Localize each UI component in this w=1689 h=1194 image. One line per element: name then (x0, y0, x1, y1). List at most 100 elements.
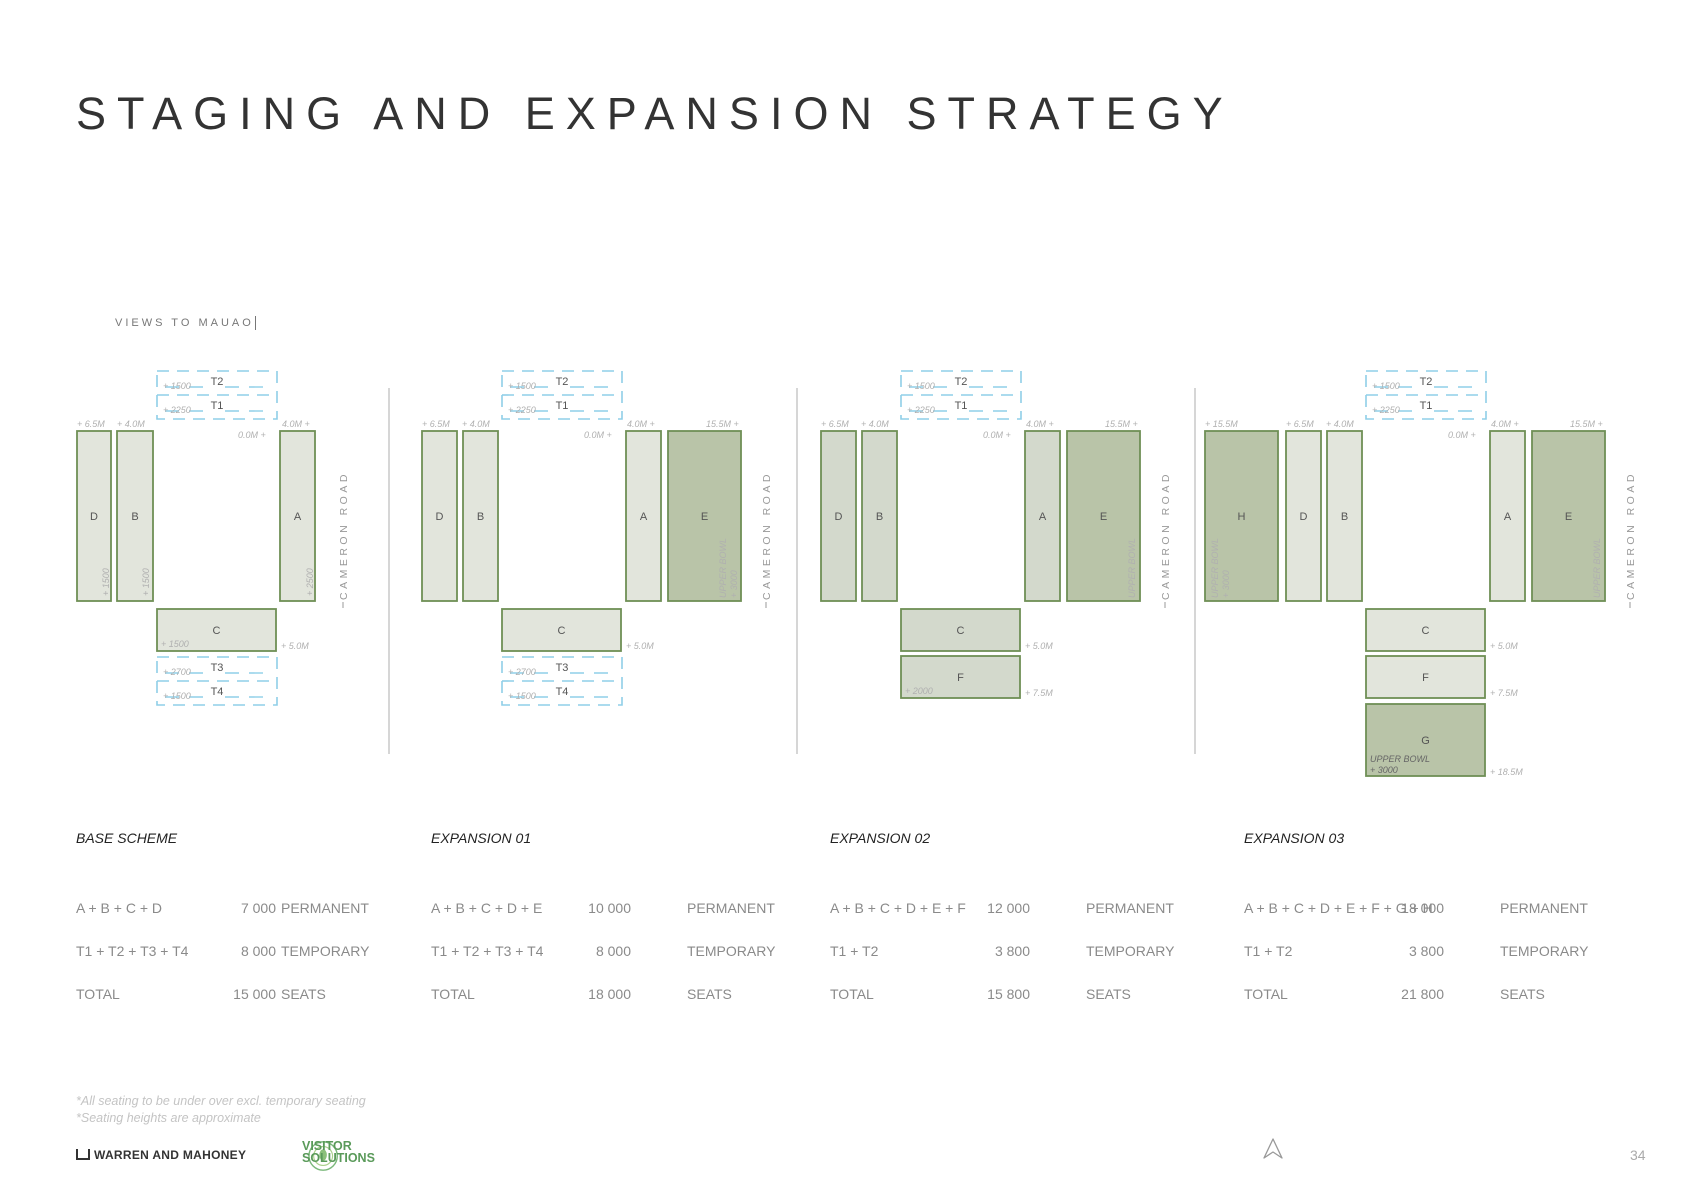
height-a: 4.0M + (282, 419, 310, 429)
stand-d (421, 430, 458, 602)
stand-e-label: E (1100, 511, 1107, 523)
row-value: 15 800 (987, 986, 1030, 1002)
row-kind: TEMPORARY (281, 943, 370, 959)
stand-b-label: B (131, 511, 138, 523)
stand-b (462, 430, 499, 602)
temp-t2-t1-exp2-top-seats: + 1500 (907, 381, 935, 391)
stand-b-label: B (1341, 511, 1348, 523)
stand-d-label: D (1300, 511, 1308, 523)
height-f: + 7.5M (1490, 688, 1518, 698)
row-formula: A + B + C + D + E + F (830, 900, 966, 916)
views-label-text: VIEWS TO MAUAO (115, 316, 254, 329)
stand-e (1066, 430, 1141, 602)
row-formula: T1 + T2 (1244, 943, 1293, 959)
scheme-title: EXPANSION 02 (830, 830, 931, 846)
stand-b (861, 430, 898, 602)
scheme-row: T1 + T2 + T3 + T4 8 000 TEMPORARY (431, 943, 775, 959)
row-kind: PERMANENT (687, 900, 775, 916)
row-value: 3 800 (1408, 943, 1444, 959)
seats-b: + 1500 (141, 568, 151, 596)
warren-logo-text: WARREN AND MAHONEY (94, 1148, 247, 1162)
height-b: + 4.0M (462, 419, 490, 429)
footnote: *Seating heights are approximate (76, 1111, 261, 1125)
temp-t2-t1-exp1-top-seats: + 1500 (508, 381, 536, 391)
ground-level: 0.0M + (983, 430, 1011, 440)
cameron-road-label: CAMERON ROAD (761, 471, 773, 600)
stand-b (1326, 430, 1363, 602)
seats-g: + 3000 (1370, 765, 1398, 775)
stand-c (900, 608, 1021, 652)
warren-mahoney-logo: WARREN AND MAHONEY (76, 1148, 246, 1162)
height-c: + 5.0M (1025, 641, 1053, 651)
temp-t3-t4-exp1-bottom-seats: + 1500 (508, 691, 536, 701)
seats-a: + 2500 (305, 568, 315, 596)
stand-a (1489, 430, 1526, 602)
height-d: + 6.5M (1286, 419, 1314, 429)
row-value: 18 000 (588, 986, 631, 1002)
row-kind: TEMPORARY (1500, 943, 1589, 959)
row-formula: T1 + T2 + T3 + T4 (76, 943, 189, 959)
row-kind: PERMANENT (1086, 900, 1174, 916)
stand-c-label: C (957, 625, 965, 637)
visitor-logo-line2: SOLUTIONS (302, 1151, 375, 1165)
temp-t2-t1-base-bottom-seats: + 2250 (163, 405, 191, 415)
row-formula: TOTAL (1244, 986, 1288, 1002)
stand-g (1365, 703, 1486, 777)
stand-d (820, 430, 857, 602)
seats-d: + 1500 (101, 568, 111, 596)
stand-e-label: E (701, 511, 708, 523)
height-a: 4.0M + (1026, 419, 1054, 429)
visitor-solutions-mark-icon (308, 1141, 338, 1171)
stand-g-label: G (1421, 735, 1430, 747)
stand-f-label: F (1422, 672, 1429, 684)
height-h: + 15.5M (1205, 419, 1238, 429)
seats-h: + 3000 (1221, 570, 1231, 598)
upper-bowl-e: UPPER BOWL (1127, 538, 1137, 598)
row-value: 8 000 (595, 943, 631, 959)
page-number: 34 (1630, 1147, 1646, 1163)
row-kind: SEATS (281, 986, 326, 1002)
temp-t3-t4-exp1-top-label: T3 (556, 662, 569, 674)
seats-e: + 3000 (729, 570, 739, 598)
scheme-title: BASE SCHEME (76, 830, 178, 846)
seats-f: + 2000 (905, 686, 933, 696)
height-d: + 6.5M (821, 419, 849, 429)
temp-t2-t1-base-top-seats: + 1500 (163, 381, 191, 391)
stand-a (279, 430, 316, 602)
height-c: + 5.0M (281, 641, 309, 651)
row-value: 7 000 (240, 900, 276, 916)
row-kind: TEMPORARY (1086, 943, 1175, 959)
stand-d (1285, 430, 1322, 602)
stand-b (116, 430, 154, 602)
footnote: *All seating to be under over excl. temp… (76, 1094, 366, 1108)
height-d: + 6.5M (77, 419, 105, 429)
upper-bowl-h: UPPER BOWL (1210, 538, 1220, 598)
temp-t3-t4-base-bottom-label: T4 (211, 686, 224, 698)
stand-e-label: E (1565, 511, 1572, 523)
row-kind: TEMPORARY (687, 943, 776, 959)
visitor-logo-line1: VISITOR (302, 1139, 352, 1153)
stand-c (501, 608, 622, 652)
stand-c (1365, 608, 1486, 652)
ground-level: 0.0M + (584, 430, 612, 440)
temp-t3-t4-exp1-top-seats: + 2700 (508, 667, 536, 677)
height-e: 15.5M + (1570, 419, 1603, 429)
stand-e (1531, 430, 1606, 602)
scheme-title: EXPANSION 01 (431, 830, 532, 846)
row-kind: PERMANENT (1500, 900, 1588, 916)
cameron-road-label: CAMERON ROAD (1625, 471, 1637, 600)
upper-bowl-e: UPPER BOWL (718, 538, 728, 598)
row-formula: TOTAL (431, 986, 475, 1002)
stand-a-label: A (1039, 511, 1047, 523)
stand-d-label: D (436, 511, 444, 523)
temp-t3-t4-base-bottom-seats: + 1500 (163, 691, 191, 701)
stand-h-label: H (1238, 511, 1246, 523)
temp-t2-t1-base-top-label: T2 (211, 376, 224, 388)
row-formula: T1 + T2 + T3 + T4 (431, 943, 544, 959)
